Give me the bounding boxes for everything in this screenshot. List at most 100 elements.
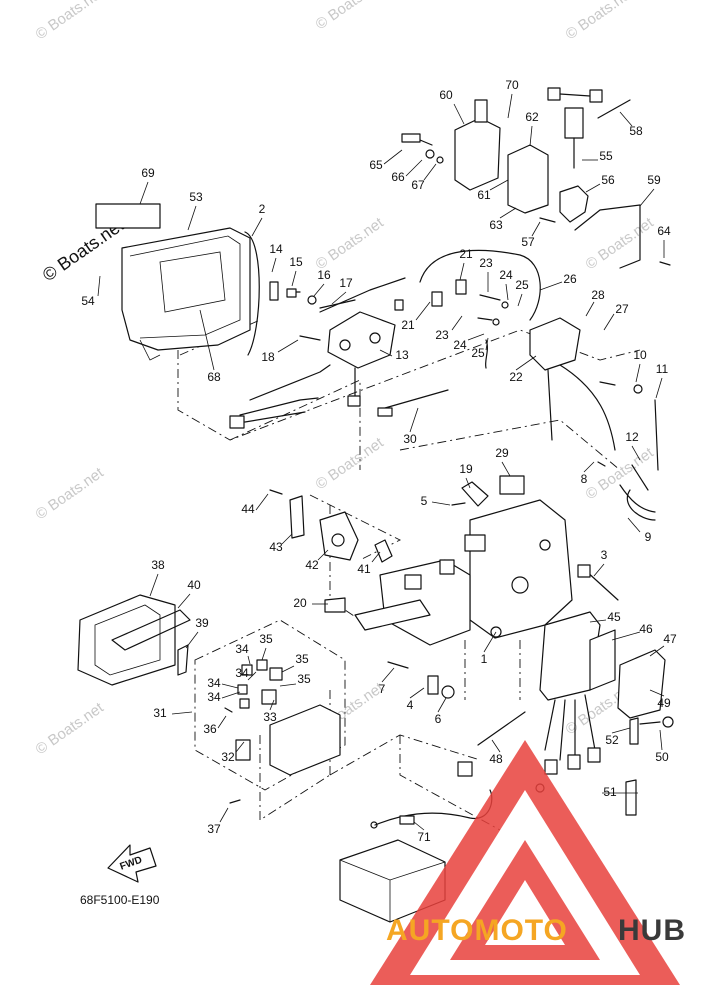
brand-logo-text-part2: HUB bbox=[618, 914, 686, 947]
electrical-box-cover bbox=[95, 203, 260, 361]
part-label-22: 22 bbox=[509, 370, 523, 384]
part-label-39: 39 bbox=[195, 616, 209, 630]
part-label-46: 46 bbox=[639, 622, 653, 636]
relay-assembly bbox=[394, 249, 616, 451]
leader-line bbox=[655, 377, 663, 399]
leader-line bbox=[635, 363, 641, 383]
leader-line bbox=[317, 549, 329, 561]
part-label-29: 29 bbox=[495, 446, 509, 460]
part-label-15: 15 bbox=[289, 255, 303, 269]
leader-line bbox=[531, 221, 541, 237]
part-label-44: 44 bbox=[241, 502, 255, 516]
leader-line-group bbox=[97, 93, 665, 831]
leader-line bbox=[507, 93, 513, 119]
part-label-group: 1234567891011121314151617181920212122232… bbox=[81, 78, 677, 844]
misc-hardware bbox=[269, 381, 659, 699]
part-label-69: 69 bbox=[141, 166, 155, 180]
leader-line bbox=[199, 309, 215, 371]
leader-line bbox=[219, 807, 229, 823]
leader-line bbox=[515, 355, 537, 371]
leader-line bbox=[505, 283, 509, 301]
part-label-19: 19 bbox=[459, 462, 473, 476]
leader-line bbox=[409, 687, 425, 699]
part-label-49: 49 bbox=[657, 696, 671, 710]
watermark: © Boats.net bbox=[583, 444, 658, 503]
part-label-21: 21 bbox=[459, 247, 473, 261]
leader-line bbox=[539, 281, 563, 291]
part-label-50: 50 bbox=[655, 750, 669, 764]
part-label-23: 23 bbox=[435, 328, 449, 342]
leader-line bbox=[611, 631, 641, 641]
leader-line bbox=[453, 103, 465, 125]
part-label-38: 38 bbox=[151, 558, 165, 572]
part-label-17: 17 bbox=[339, 276, 353, 290]
part-label-26: 26 bbox=[563, 272, 577, 286]
leader-line bbox=[409, 407, 419, 433]
part-label-57: 57 bbox=[521, 235, 535, 249]
part-label-61: 61 bbox=[477, 188, 491, 202]
leader-line bbox=[281, 665, 295, 673]
part-label-13: 13 bbox=[395, 348, 409, 362]
leader-line bbox=[517, 293, 523, 307]
brand-logo-text-part1: AUTOMOTO bbox=[386, 914, 568, 947]
ignition-coil-assembly bbox=[401, 87, 671, 269]
leader-line bbox=[529, 125, 533, 147]
part-label-10: 10 bbox=[633, 348, 647, 362]
watermark: © Boats.net bbox=[33, 464, 108, 523]
part-label-28: 28 bbox=[591, 288, 605, 302]
leader-line bbox=[501, 461, 511, 477]
fuse-box-group bbox=[194, 619, 346, 804]
leader-line bbox=[217, 715, 227, 729]
part-label-67: 67 bbox=[411, 178, 425, 192]
part-label-59: 59 bbox=[647, 173, 661, 187]
part-label-35: 35 bbox=[297, 672, 311, 686]
leader-line bbox=[639, 188, 655, 207]
leader-line bbox=[459, 262, 465, 281]
part-label-37: 37 bbox=[207, 822, 221, 836]
leader-line bbox=[593, 563, 605, 577]
watermark: © Boats.net bbox=[563, 0, 638, 43]
leader-line bbox=[247, 655, 251, 665]
watermark: © Boats.net bbox=[583, 214, 658, 273]
part-label-30: 30 bbox=[403, 432, 417, 446]
part-label-20: 20 bbox=[293, 596, 307, 610]
leader-line bbox=[483, 631, 497, 653]
leader-line bbox=[255, 493, 269, 511]
fwd-arrow-icon: FWD bbox=[107, 844, 157, 883]
part-label-24: 24 bbox=[499, 268, 513, 282]
part-label-33: 33 bbox=[263, 710, 277, 724]
part-label-36: 36 bbox=[203, 722, 217, 736]
part-label-68: 68 bbox=[207, 370, 221, 384]
leader-line bbox=[405, 159, 423, 177]
leader-line bbox=[649, 689, 665, 697]
watermark: © Boats.net bbox=[313, 0, 388, 33]
leader-line bbox=[97, 275, 101, 297]
part-label-7: 7 bbox=[379, 682, 386, 696]
part-label-41: 41 bbox=[357, 562, 371, 576]
leader-line bbox=[277, 339, 299, 353]
part-label-27: 27 bbox=[615, 302, 629, 316]
leader-line bbox=[279, 683, 297, 687]
part-label-53: 53 bbox=[189, 190, 203, 204]
rectifier-assembly bbox=[229, 277, 406, 429]
part-label-48: 48 bbox=[489, 752, 503, 766]
leader-line bbox=[589, 619, 607, 623]
part-label-51: 51 bbox=[603, 785, 617, 799]
part-label-62: 62 bbox=[525, 110, 539, 124]
leader-line bbox=[313, 283, 325, 297]
leader-line bbox=[235, 741, 245, 753]
brand-logo: AUTOMOTO HUB bbox=[370, 740, 686, 985]
leader-line bbox=[281, 533, 293, 545]
leader-line bbox=[489, 179, 509, 191]
watermark: © Boats.net bbox=[313, 214, 388, 273]
leader-line bbox=[467, 333, 485, 341]
leader-line bbox=[499, 207, 517, 219]
leader-line bbox=[649, 645, 665, 657]
part-label-18: 18 bbox=[261, 350, 275, 364]
leader-line bbox=[371, 551, 381, 563]
leader-line bbox=[221, 683, 239, 689]
leader-line bbox=[465, 477, 471, 489]
watermark: © Boats.net bbox=[33, 0, 108, 43]
leader-line bbox=[585, 301, 595, 317]
watermark: © Boats.net bbox=[313, 434, 388, 493]
